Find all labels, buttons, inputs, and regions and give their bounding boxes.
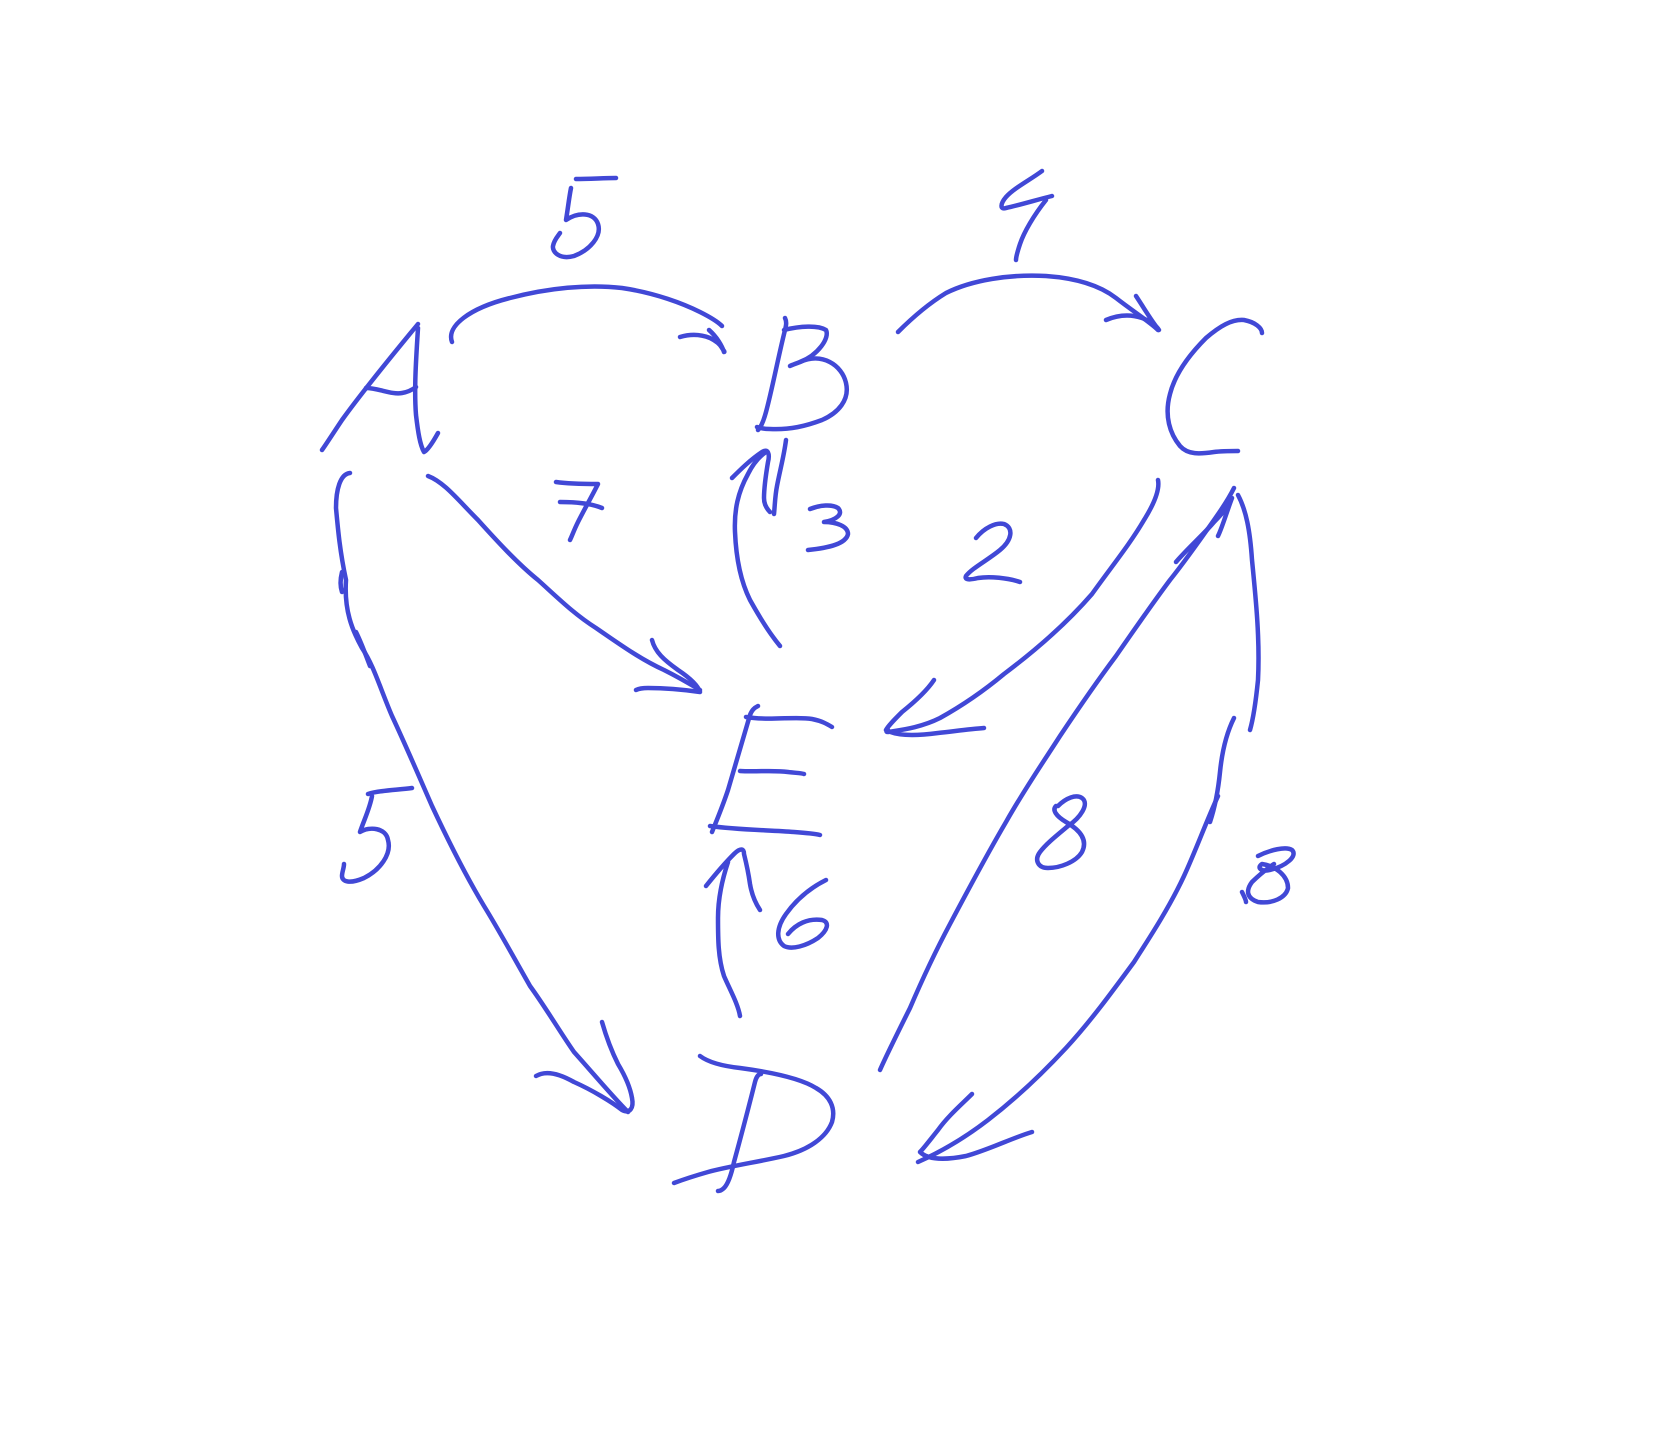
edge-e-to-b: 3: [729, 437, 851, 649]
edge-a-to-b: 5: [448, 175, 727, 355]
edge-a-to-b-arrowhead: [677, 327, 727, 355]
edge-d-to-c: 8: [877, 485, 1237, 1073]
node-b-label: B: [790, 399, 791, 401]
edge-d-to-e: 6: [703, 847, 830, 1019]
edge-c-to-e: 2: [883, 477, 1161, 738]
edge-e-to-b-weight-text: 3: [828, 527, 829, 529]
edge-d-to-e-arrowhead: [703, 847, 763, 913]
node-a: A: [319, 321, 441, 455]
node-d: D: [671, 1053, 836, 1194]
edge-c-to-d: 8: [915, 492, 1296, 1165]
node-a-label: A: [379, 408, 381, 411]
edge-a-to-b-weight-text: 5: [575, 224, 576, 226]
node-e: E: [707, 703, 835, 838]
edge-d-to-e-line: [715, 859, 743, 1019]
edge-b-to-c-arrowhead: [1103, 293, 1162, 333]
edge-a-to-e: 7: [425, 473, 703, 695]
edge-b-to-c-weight-text: 4: [1024, 218, 1025, 221]
edge-c-to-d-weight-text: 8: [1270, 879, 1271, 881]
edge-a-to-d-arrowhead: [533, 1019, 635, 1114]
edge-e-to-b-arrowhead: [729, 448, 773, 515]
edge-c-to-e-arrowhead: [883, 677, 987, 738]
edge-a-to-d-weight-text: 5: [368, 839, 369, 841]
node-c-label: C: [1210, 399, 1211, 401]
edge-d-to-c-weight: 8: [1035, 794, 1088, 871]
edge-b-to-c: 4: [895, 168, 1162, 335]
edge-a-to-b-weight: 5: [550, 175, 619, 260]
edge-c-to-d-arrowhead: [917, 1091, 1035, 1161]
edge-c-to-d-line-curve: [915, 793, 1221, 1165]
edge-d-to-c-weight-text: 8: [1062, 835, 1063, 837]
edge-a-to-b-line: [448, 284, 725, 345]
edge-a-to-d-line-overstroke: [338, 569, 345, 595]
edge-e-to-b-arrow-tail: [771, 437, 789, 517]
edge-a-to-d-weight: 5: [339, 785, 415, 884]
edge-b-to-c-weight: 4: [999, 168, 1055, 263]
edge-b-to-c-line: [895, 273, 1161, 335]
edge-c-to-d-weight: 8: [1239, 846, 1296, 905]
edge-d-to-c-line: [877, 485, 1237, 1073]
edge-a-to-e-line: [425, 473, 703, 693]
node-c: C: [1165, 317, 1265, 456]
edge-c-to-d-line: [1235, 492, 1261, 733]
edge-a-to-e-arrowhead: [633, 637, 703, 695]
edge-e-to-b-line: [732, 449, 783, 649]
node-e-label: E: [760, 779, 761, 781]
edge-d-to-e-weight: 6: [776, 877, 830, 950]
edge-a-to-d-line-mid: [353, 629, 373, 669]
edge-a-to-d-line: [333, 470, 631, 1115]
edge-a-to-d: 5: [333, 470, 635, 1115]
edge-c-to-e-line: [884, 477, 1161, 735]
edge-d-to-c-arrowhead: [1173, 495, 1235, 565]
node-b: B: [754, 315, 850, 433]
edge-e-to-b-weight: 3: [805, 503, 851, 553]
node-d-label: D: [760, 1129, 761, 1131]
edge-c-to-e-weight: 2: [963, 521, 1023, 585]
edge-a-to-e-weight: 7: [553, 479, 605, 543]
